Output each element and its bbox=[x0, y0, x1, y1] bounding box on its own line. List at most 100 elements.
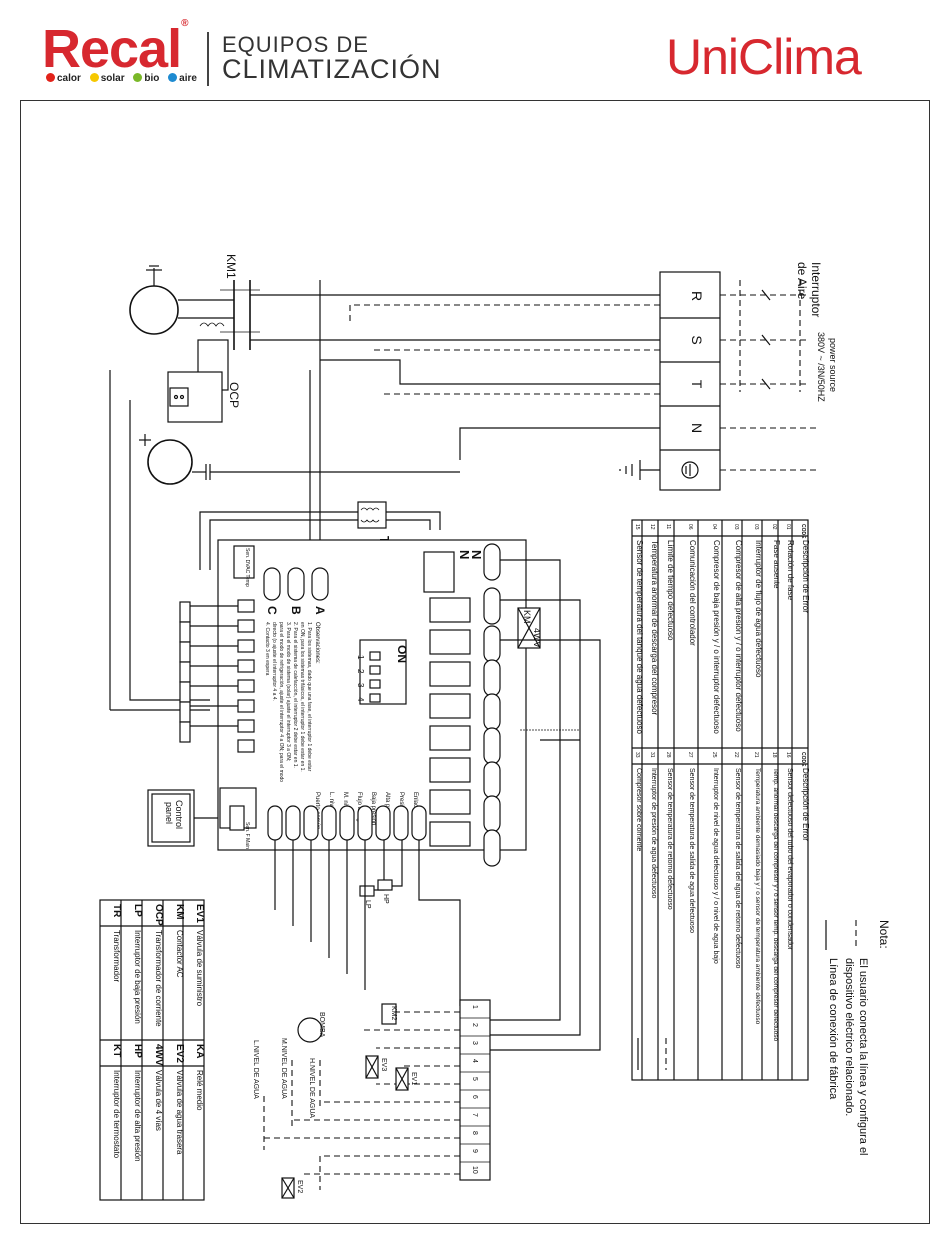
bomba-pump-icon: BOMBA bbox=[297, 1012, 325, 1043]
legend-desc: Transformador de corriente bbox=[154, 930, 163, 1027]
abc-connectors: A B C bbox=[263, 567, 329, 615]
conn-c: C bbox=[265, 606, 279, 615]
legend-desc: Contactor AC bbox=[175, 930, 184, 978]
ev2-label: EV2 bbox=[296, 1180, 303, 1193]
ev1-label: EV1 bbox=[410, 1072, 417, 1085]
obs-line-2: en ON, para los sistemas trifásicos, el … bbox=[299, 622, 305, 772]
recal-tagline: calor solar bio aire bbox=[46, 73, 197, 84]
legend-abbr: 4WV bbox=[153, 1044, 164, 1066]
observations-note: Observaciones: 1. Para los sistemas, dad… bbox=[264, 622, 320, 782]
err-code-header-right: CODE bbox=[800, 752, 806, 767]
fan-motor-icon bbox=[139, 434, 460, 485]
err-desc: Comunicación del controlador bbox=[688, 540, 697, 646]
conn-a: A bbox=[313, 606, 327, 615]
legend-abbr: KT bbox=[111, 1044, 122, 1057]
input-label-baja-presion: Baja presión bbox=[370, 792, 376, 825]
err-desc: Sensor de temperatura de salida del agua… bbox=[734, 768, 741, 969]
err-desc-header-right: Descripción de Error bbox=[801, 768, 810, 841]
obs-line-4: 3. Para el modo de sistema (solar) ajust… bbox=[285, 622, 291, 761]
legend-abbr: TR bbox=[111, 904, 122, 918]
err-desc: Temperatura ambiente demasiado baja y / … bbox=[754, 768, 761, 1025]
terminal-s: S bbox=[689, 335, 705, 344]
sensor-connectors: Sen. DVAC Temp bbox=[233, 545, 255, 753]
power-source-2: 380V ~ /3N/50HZ bbox=[816, 332, 826, 402]
err-code: 22 bbox=[733, 752, 739, 758]
error-code-table: CODE Descripción de Error CODE Descripci… bbox=[631, 519, 810, 1081]
external-devices: KM2 EV3 EV1 BOMBA H.NIVEL DE AGUA M.NIVE… bbox=[252, 1003, 460, 1199]
legend-desc: Válvula de 4 vías bbox=[154, 1070, 163, 1131]
temperature-sensor-probes bbox=[179, 601, 238, 743]
strip-num-10: 10 bbox=[471, 1166, 478, 1174]
legend-desc: Relé medio bbox=[195, 1070, 204, 1111]
err-desc: Fase ausente bbox=[772, 540, 781, 589]
control-panel: Control panel bbox=[147, 789, 218, 847]
board-bottom-connectors bbox=[267, 805, 427, 841]
err-code: 11 bbox=[665, 524, 671, 529]
calor-dot-icon bbox=[46, 73, 55, 82]
hp-switch-label: HP bbox=[382, 894, 389, 904]
strip-num-5: 5 bbox=[471, 1077, 478, 1081]
legend-abbr: LP bbox=[132, 904, 143, 917]
km-4wv-coil: KM 4WV bbox=[517, 607, 542, 649]
note-solid: Línea de conexión de fábrica bbox=[827, 958, 839, 1100]
obs-line-1: 1. Para los sistemas, dado que una fase,… bbox=[306, 622, 312, 772]
input-label-enlace: Enlace bbox=[412, 792, 418, 811]
err-code-header-left: CODE bbox=[800, 524, 806, 539]
breaker-title-2: de Aire bbox=[795, 262, 809, 300]
control-panel-label-1: Control bbox=[174, 800, 184, 829]
ocp-label: OCP bbox=[227, 382, 241, 408]
note-legend: Nota: El usuario conecta la línea y conf… bbox=[825, 920, 891, 1156]
note-dashed-line-1: El usuario conecta la línea y configura … bbox=[857, 958, 869, 1156]
err-code: 27 bbox=[687, 752, 693, 758]
err-desc: Compresor de baja presión y / o interrup… bbox=[712, 540, 721, 734]
err-code: 06 bbox=[687, 524, 693, 530]
err-desc: Interruptor de flujo de agua defectuoso bbox=[754, 540, 763, 678]
err-code: 03 bbox=[733, 524, 739, 530]
equipos-line-1: EQUIPOS DE bbox=[222, 32, 369, 57]
conn-b: B bbox=[289, 606, 303, 615]
header-divider bbox=[207, 32, 209, 86]
legend-desc: Válvula de suministro bbox=[195, 930, 204, 1007]
err-code: 28 bbox=[665, 752, 671, 758]
legend-desc: Transformador bbox=[112, 930, 121, 983]
legend-abbr: EV2 bbox=[174, 1044, 185, 1063]
ocp-transformer: OCP bbox=[167, 322, 241, 423]
err-code: 01 bbox=[785, 524, 791, 530]
err-desc-header-left: Descripción de Error bbox=[801, 540, 810, 613]
err-desc: Compresor sobre corriente bbox=[635, 768, 642, 851]
legend-abbr: KM bbox=[174, 904, 185, 920]
obs-line-6: directo (o ajuste el interruptor 4 a 4. bbox=[271, 622, 277, 701]
err-desc: Interruptor de presión de agua defectuos… bbox=[650, 768, 657, 898]
earth-ground-icon bbox=[619, 460, 660, 480]
dip-switch: ON 1 2 3 4 bbox=[356, 639, 409, 705]
l-nivel-label: L.NIVEL DE AGUA bbox=[252, 1040, 259, 1099]
err-desc: Temp. anormal descarga del compresor y /… bbox=[772, 768, 779, 1042]
err-code: 02 bbox=[771, 524, 777, 530]
recal-logo: Recal® bbox=[42, 18, 189, 79]
strip-num-7: 7 bbox=[471, 1113, 478, 1117]
note-dashed-line-2: dispositivo eléctrico relacionado. bbox=[843, 958, 855, 1116]
legend-desc: Interruptor de termostato bbox=[112, 1070, 121, 1159]
control-board: N N N bbox=[147, 539, 601, 909]
obs-line-3: 2. Para el sistema de calefacción, el in… bbox=[292, 622, 298, 768]
m-nivel-label: M.NIVEL DE AGUA bbox=[280, 1038, 287, 1099]
legend-desc: Interruptor de baja presión bbox=[133, 930, 142, 1024]
legend-desc: Interruptor de alta presión bbox=[133, 1070, 142, 1162]
compressor-motor-icon bbox=[129, 265, 234, 335]
legend-abbr: HP bbox=[132, 1044, 143, 1058]
err-code: 21 bbox=[753, 752, 759, 758]
diagram-frame bbox=[20, 100, 930, 1224]
strip-num-2: 2 bbox=[471, 1023, 478, 1027]
board-relays bbox=[429, 597, 471, 847]
err-code: 12 bbox=[649, 524, 655, 530]
wiring-diagram: R S T N Interruptor de Aire power source… bbox=[99, 254, 891, 1201]
err-desc: Compresor de alta presión y / o interrup… bbox=[734, 540, 743, 732]
n-label-2: N bbox=[469, 550, 484, 559]
terminal-n: N bbox=[689, 423, 705, 433]
err-desc: Sensor de temperatura del tanque de agua… bbox=[635, 540, 644, 734]
legend-abbr: KA bbox=[194, 1044, 205, 1058]
err-code: 16 bbox=[785, 752, 791, 758]
terminal-strip: 1 2 3 4 5 6 7 8 9 10 bbox=[459, 999, 491, 1181]
power-terminal-block: R S T N bbox=[659, 271, 721, 491]
ground-terminal-icon bbox=[681, 461, 699, 479]
